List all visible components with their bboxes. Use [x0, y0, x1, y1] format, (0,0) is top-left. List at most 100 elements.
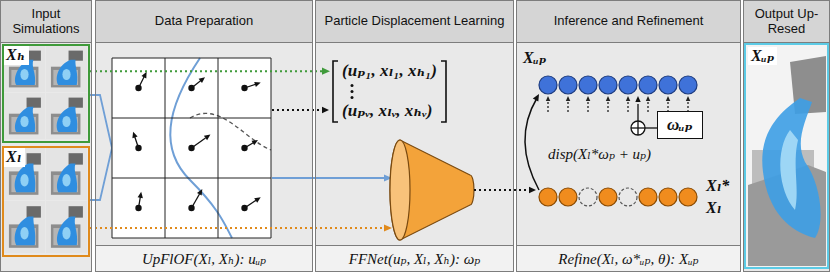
- water-highlight: [20, 116, 28, 127]
- grid-line: [112, 238, 271, 239]
- simulation-thumbnail: [4, 46, 45, 92]
- thumbnail-ground: [46, 93, 87, 139]
- bracket-symbol: [333, 61, 338, 122]
- grid-line: [112, 58, 271, 59]
- simulation-thumbnail: [46, 93, 87, 139]
- velocity-vector: [192, 138, 206, 148]
- water-highlight: [780, 130, 798, 210]
- water: [57, 217, 77, 246]
- fluid-surface: [170, 58, 232, 238]
- upres-particle: [599, 76, 617, 94]
- arrowhead: [606, 96, 611, 101]
- velocity-vector: [245, 84, 257, 88]
- ellipsis-dot: [351, 96, 354, 99]
- ellipsis-dot: [351, 84, 354, 87]
- panel-formula: FFNet(uₚ, Xₗ, Xₕ): ωₚ: [316, 245, 513, 271]
- stage-panel: Inference and RefinementRefine(Xₗ, ω*ᵤₚ,…: [516, 0, 741, 272]
- panel-formula: UpFlOF(Xₗ, Xₕ): uᵤₚ: [96, 245, 312, 271]
- water: [57, 107, 78, 132]
- thumbnail-ground: [4, 46, 45, 92]
- water-highlight: [20, 69, 28, 80]
- grid-line: [218, 58, 219, 238]
- emitter: [27, 206, 41, 217]
- box-label: ωᵤₚ: [667, 115, 693, 135]
- network-funnel: [390, 140, 474, 240]
- displacement-arrow: [627, 102, 628, 112]
- sum-line: [645, 127, 657, 128]
- grid-line: [112, 178, 271, 179]
- simulation-thumbnail: [46, 201, 87, 253]
- lowres-particle: [599, 188, 617, 206]
- grid-line: [165, 58, 166, 238]
- simulation-thumbnail: [4, 148, 45, 200]
- formula-label: disp(Xₗ*ωₚ + uₚ): [548, 146, 651, 163]
- water-highlight: [62, 227, 70, 239]
- arrowhead: [204, 135, 211, 141]
- emitter: [69, 98, 83, 108]
- displacement-arrow: [567, 102, 568, 112]
- lowres-particle: [539, 188, 557, 206]
- panel-heading: Output Up-Resed: [744, 1, 829, 43]
- inference-flow: [474, 189, 528, 191]
- arrowhead: [533, 94, 539, 102]
- bracket-symbol: [441, 61, 446, 122]
- panel-heading: Inference and Refinement: [517, 1, 740, 43]
- sum-symbol: [631, 121, 645, 135]
- panel-ground: [95, 42, 313, 272]
- set-label: Xₗ: [706, 199, 721, 217]
- set-label: Xᵤₚ: [523, 49, 546, 67]
- refined-particle: [579, 188, 597, 206]
- water-highlight: [20, 227, 28, 239]
- panel-heading: Input Simulations: [1, 1, 91, 43]
- simulation-thumbnail: [4, 93, 45, 139]
- velocity-vector: [192, 194, 200, 208]
- panel-formula: Refine(Xₗ, ω*ᵤₚ, θ): Xᵤₚ: [517, 245, 740, 271]
- arrowhead: [254, 82, 261, 87]
- panel-ground: [0, 42, 92, 272]
- grid-ground: [112, 58, 271, 238]
- thumbnail-ground: [46, 148, 87, 200]
- arrowhead: [529, 187, 536, 193]
- refined-particle: [619, 188, 637, 206]
- frame-label: Xₕ: [4, 46, 29, 65]
- flow-line: [90, 95, 112, 148]
- arrowhead: [252, 140, 259, 145]
- lowres-particle: [639, 188, 657, 206]
- output-render: [745, 44, 828, 268]
- emitter: [69, 51, 83, 61]
- render-ground: [745, 44, 828, 268]
- arrowhead: [322, 107, 329, 113]
- velocity-vector: [135, 136, 139, 148]
- thumbnail-ground: [46, 46, 87, 92]
- velocity-vector: [192, 80, 202, 88]
- input-frame: Xₕ: [2, 44, 90, 143]
- set-label: Xᵤₚ: [748, 47, 777, 65]
- arrowhead: [384, 224, 392, 231]
- arrowhead: [686, 96, 691, 101]
- arrowhead: [322, 68, 330, 75]
- arrowhead: [197, 189, 202, 196]
- frame-label: Xₗ: [4, 148, 25, 167]
- grid-line: [112, 58, 113, 238]
- arrowhead: [546, 96, 551, 101]
- arrowhead: [142, 72, 147, 79]
- training-tuple: (uₚ₁, xₗ₁, xₕ₁)(uₚᵥ, xₗᵥ, xₕᵥ): [330, 59, 449, 124]
- tuple-entry: (uₚᵥ, xₗᵥ, xₕᵥ): [342, 101, 437, 121]
- emitter: [27, 153, 41, 164]
- water-highlight: [62, 116, 70, 127]
- water-highlight: [62, 174, 70, 186]
- arrowhead: [566, 96, 571, 101]
- arrowhead: [132, 132, 137, 139]
- render-frame: [745, 44, 828, 268]
- flow-line: [90, 148, 112, 200]
- velocity-grid: [112, 58, 271, 238]
- sum-symbol: [637, 121, 638, 135]
- arrowhead: [138, 192, 143, 198]
- thumbnail-ground: [46, 201, 87, 253]
- correction-box: ωᵤₚ: [657, 111, 703, 139]
- panel-ground: [516, 42, 741, 272]
- upres-particle: [579, 76, 597, 94]
- water: [15, 107, 35, 132]
- arrowhead: [586, 96, 591, 101]
- simulation-thumbnail: [46, 46, 87, 92]
